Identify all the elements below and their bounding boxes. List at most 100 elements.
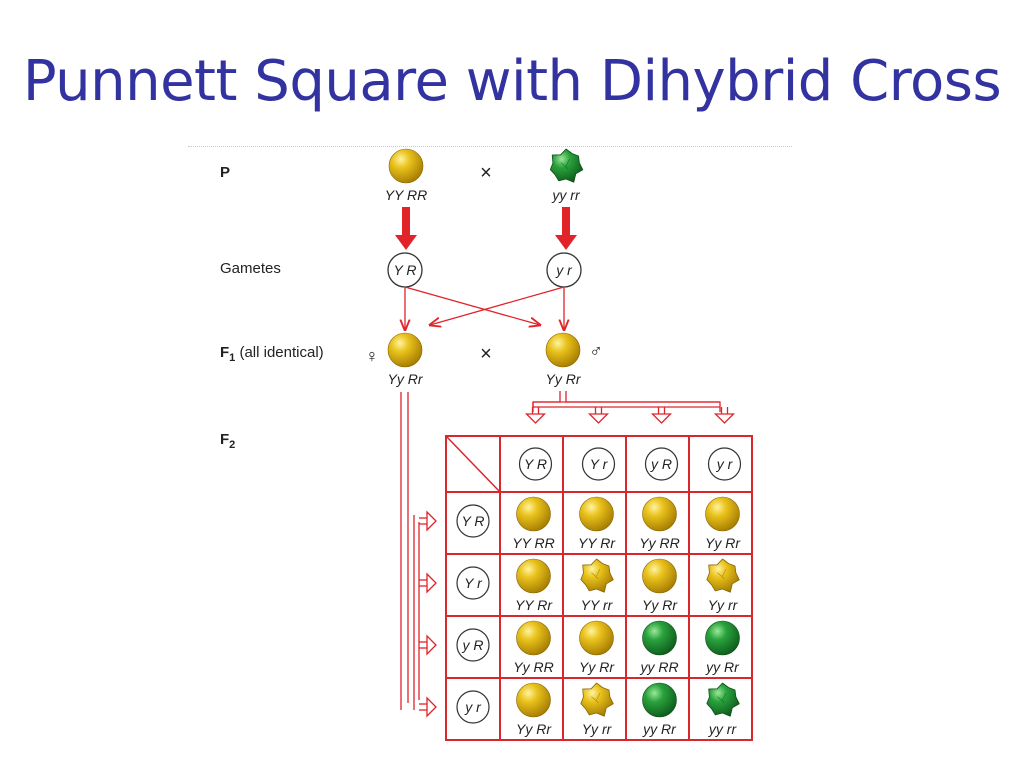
row-label-f2-main: F: [220, 431, 229, 448]
punnett-grid: Y R Y r y R y r Y R Y r y R y r YY RR YY Rr Yy RR Y…: [445, 435, 753, 741]
row-label-p: P: [220, 164, 230, 181]
f1-pea-female: [387, 332, 423, 368]
male-gamete-arrowheads: [524, 413, 736, 424]
offspring-genotype: yy Rr: [642, 721, 677, 737]
yellow-round-pea-shape: [579, 496, 614, 532]
offspring-pea: [579, 496, 614, 532]
yellow-round-pea-shape: [516, 496, 551, 532]
yellow-round-pea-shape: [516, 558, 551, 594]
parent-gamete-2-label: y r: [555, 262, 573, 278]
offspring-pea: [516, 682, 551, 718]
offspring-genotype: Yy rr: [582, 721, 613, 737]
row-label-f1-sub: 1: [229, 352, 235, 364]
parent-gamete-2: y r: [546, 252, 582, 288]
grid-side-gamete: y R: [456, 628, 490, 662]
yellow-round-pea-shape: [516, 620, 551, 656]
parent-green-wrinkled-pea: [549, 148, 584, 183]
row-label-gametes: Gametes: [220, 260, 281, 277]
punnett-cell: Yy rr: [580, 682, 614, 737]
slide-title: Punnett Square with Dihybrid Cross: [22, 49, 1002, 114]
offspring-genotype: Yy RR: [513, 659, 553, 675]
offspring-pea: [706, 558, 740, 593]
grid-side-gamete-label: y R: [462, 637, 484, 653]
parent-to-gamete-arrow-left: [395, 207, 417, 250]
f1-genotype-female: Yy Rr: [388, 371, 424, 387]
fertilization-lines: [405, 286, 564, 330]
punnett-cell: YY rr: [580, 558, 614, 613]
punnett-cell: YY Rr: [515, 558, 553, 613]
yellow-round-pea-shape: [705, 496, 740, 532]
female-symbol: ♀: [365, 346, 379, 366]
female-gamete-distribution-arrows: [400, 392, 427, 711]
offspring-pea: [516, 558, 551, 594]
row-label-f1-main: F: [220, 344, 229, 361]
offspring-genotype: Yy rr: [708, 597, 739, 613]
parent-genotype-2: yy rr: [551, 187, 581, 203]
grid-top-gamete-label: Y r: [590, 456, 609, 472]
offspring-genotype: Yy Rr: [516, 721, 552, 737]
grid-side-gamete-label: y r: [464, 699, 482, 715]
offspring-genotype: Yy Rr: [579, 659, 615, 675]
row-label-f1: F1 (all identical): [220, 344, 324, 364]
offspring-pea: [516, 620, 551, 656]
parent-gamete-1-label: Y R: [393, 262, 416, 278]
offspring-pea: [642, 682, 677, 718]
punnett-cell: Yy rr: [706, 558, 740, 613]
f1-genotype-male: Yy Rr: [546, 371, 582, 387]
parent-cross-symbol: ×: [480, 162, 492, 184]
offspring-genotype: yy rr: [708, 721, 738, 737]
offspring-pea: [705, 496, 740, 532]
offspring-pea: [580, 558, 614, 593]
grid-side-gamete-label: Y r: [464, 575, 483, 591]
f1-cross-symbol: ×: [480, 343, 492, 365]
punnett-cell: yy Rr: [705, 620, 740, 675]
yellow-round-pea-shape: [388, 148, 424, 184]
punnett-cell: Yy Rr: [705, 496, 741, 551]
offspring-genotype: Yy Rr: [642, 597, 678, 613]
offspring-genotype: YY Rr: [578, 535, 616, 551]
offspring-genotype: YY RR: [512, 535, 555, 551]
grid-side-gamete: Y R: [456, 504, 490, 538]
offspring-genotype: YY Rr: [515, 597, 553, 613]
parent-genotype-1: YY RR: [385, 187, 428, 203]
grid-top-gamete: y R: [644, 447, 679, 481]
grid-top-gamete: y r: [707, 447, 742, 481]
parent-to-gamete-arrow-right: [555, 207, 577, 250]
grid-side-gamete: Y r: [456, 566, 490, 600]
green-round-pea-shape: [642, 682, 677, 718]
offspring-pea: [580, 682, 614, 717]
punnett-cell: Yy Rr: [516, 682, 552, 737]
yellow-round-pea-shape: [387, 332, 423, 368]
punnett-cell: YY RR: [512, 496, 555, 551]
grid-side-gamete: y r: [456, 690, 490, 724]
offspring-genotype: Yy Rr: [705, 535, 741, 551]
offspring-pea: [516, 496, 551, 532]
grid-top-gamete-label: y R: [650, 456, 672, 472]
grid-side-gamete-label: Y R: [461, 513, 484, 529]
offspring-pea: [642, 558, 677, 594]
offspring-pea: [706, 682, 740, 717]
offspring-pea: [642, 620, 677, 656]
yellow-round-pea-shape: [545, 332, 581, 368]
parent-gamete-1: Y R: [387, 252, 423, 288]
yellow-round-pea-shape: [516, 682, 551, 718]
row-label-f1-note: (all identical): [235, 344, 323, 361]
female-gamete-arrowheads: [426, 510, 437, 718]
punnett-cell: Yy Rr: [579, 620, 615, 675]
yellow-round-pea-shape: [642, 558, 677, 594]
punnett-cell: yy RR: [639, 620, 679, 675]
figure-top-rule: [188, 146, 792, 147]
row-label-f2-sub: 2: [229, 439, 235, 451]
punnett-cell: Yy RR: [513, 620, 554, 675]
offspring-genotype: yy Rr: [705, 659, 740, 675]
punnett-cell: yy rr: [706, 682, 740, 737]
punnett-grid-lines: [445, 435, 753, 741]
row-label-f2: F2: [220, 431, 235, 451]
grid-top-gamete-label: Y R: [524, 456, 547, 472]
offspring-genotype: Yy RR: [639, 535, 679, 551]
male-gamete-distribution-arrows: [531, 391, 729, 414]
green-round-pea-shape: [705, 620, 740, 656]
yellow-round-pea-shape: [579, 620, 614, 656]
green-round-pea-shape: [642, 620, 677, 656]
